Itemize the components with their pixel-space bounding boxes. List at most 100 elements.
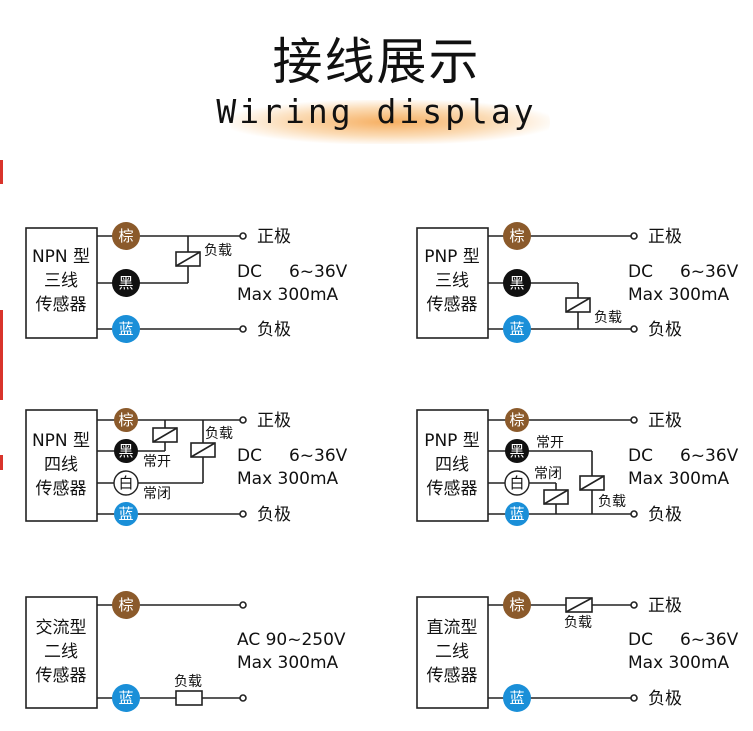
sensor-kind-label: 传感器 [36, 479, 87, 499]
title-glow [230, 100, 550, 144]
negative-label: 负极 [648, 320, 682, 340]
edge-marker [0, 455, 3, 470]
positive-label: 正极 [257, 411, 291, 431]
positive-label: 正极 [257, 227, 291, 247]
sensor-type-label: NPN 型 [32, 247, 90, 267]
sensor-type-label: 交流型 [36, 618, 87, 638]
wire-brown-label: 棕 [118, 596, 133, 614]
wire-blue-label: 蓝 [118, 505, 133, 523]
current-spec: Max 300mA [628, 469, 730, 489]
wire-blue-label: 蓝 [509, 505, 524, 523]
voltage-spec: DC 6~36V [628, 262, 739, 282]
sensor-wires-label: 三线 [435, 271, 469, 291]
sensor-wires-label: 四线 [44, 455, 78, 475]
load-label: 负载 [205, 426, 233, 442]
sensor-box [416, 409, 489, 522]
edge-marker [0, 160, 3, 184]
wire-brown-badge [505, 408, 529, 432]
wire-black-badge [114, 439, 138, 463]
wire-brown-label: 棕 [509, 411, 524, 429]
sensor-type-label: 直流型 [427, 618, 478, 638]
normally-closed-label: 常闭 [534, 466, 562, 482]
wire-blue-badge [503, 315, 531, 343]
wire-blue-badge [112, 684, 140, 712]
wire-black-badge [505, 439, 529, 463]
sensor-box [416, 596, 489, 709]
current-spec: Max 300mA [628, 285, 730, 305]
negative-label: 负极 [257, 320, 291, 340]
sensor-kind-label: 传感器 [427, 666, 478, 686]
negative-label: 负极 [257, 505, 291, 525]
current-spec: Max 300mA [628, 653, 730, 673]
sensor-wires-label: 二线 [435, 642, 469, 662]
positive-label: 正极 [648, 596, 682, 616]
wire-brown-label: 棕 [118, 227, 133, 245]
wire-blue-label: 蓝 [509, 689, 524, 707]
wire-brown-label: 棕 [118, 411, 133, 429]
current-spec: Max 300mA [237, 285, 339, 305]
wire-brown-label: 棕 [509, 227, 524, 245]
diagram-pnp-three-wire: PNP 型 三线 传感器 棕 黑 蓝 负载 正极 负极 DC 6~36V Max… [416, 222, 739, 343]
sensor-kind-label: 传感器 [427, 479, 478, 499]
wire-brown-badge [112, 591, 140, 619]
sensor-box [25, 409, 98, 522]
normally-closed-label: 常闭 [143, 486, 171, 502]
sensor-wires-label: 四线 [435, 455, 469, 475]
load-symbol [175, 690, 203, 706]
diagram-dc-two-wire: 直流型 二线 传感器 棕 蓝 负载 正极 负极 DC 6~36V Max 300… [416, 591, 739, 712]
positive-label: 正极 [648, 411, 682, 431]
current-spec: Max 300mA [237, 653, 339, 673]
negative-label: 负极 [648, 505, 682, 525]
load-label: 负载 [174, 674, 202, 690]
wire-black-label: 黑 [118, 274, 133, 292]
voltage-spec: DC 6~36V [237, 446, 348, 466]
load-label: 负载 [204, 243, 232, 259]
sensor-type-label: PNP 型 [424, 431, 480, 451]
wire-brown-label: 棕 [509, 596, 524, 614]
wire-blue-badge [503, 684, 531, 712]
sensor-kind-label: 传感器 [36, 666, 87, 686]
wire-blue-label: 蓝 [118, 320, 133, 338]
wire-blue-label: 蓝 [118, 689, 133, 707]
wire-brown-badge [503, 591, 531, 619]
normally-open-label: 常开 [536, 435, 564, 451]
wire-blue-label: 蓝 [509, 320, 524, 338]
voltage-spec: DC 6~36V [628, 630, 739, 650]
wire-blue-badge [112, 315, 140, 343]
voltage-spec: AC 90~250V [237, 630, 346, 650]
wire-white-label: 白 [509, 474, 524, 492]
wire-black-badge [112, 269, 140, 297]
wire-blue-badge [505, 502, 529, 526]
wire-black-label: 黑 [118, 442, 133, 460]
voltage-spec: DC 6~36V [237, 262, 348, 282]
page-subtitle: Wiring display [216, 92, 537, 131]
wire-brown-badge [503, 222, 531, 250]
wire-black-badge [503, 269, 531, 297]
sensor-wires-label: 二线 [44, 642, 78, 662]
normally-open-label: 常开 [143, 454, 171, 470]
load-label: 负载 [594, 310, 622, 326]
diagram-npn-three-wire: NPN 型 三线 传感器 棕 黑 蓝 负载 正极 负极 DC 6~36V Max… [25, 222, 348, 343]
wire-black-label: 黑 [509, 274, 524, 292]
sensor-wires-label: 三线 [44, 271, 78, 291]
sensor-kind-label: 传感器 [427, 295, 478, 315]
current-spec: Max 300mA [237, 469, 339, 489]
wire-black-label: 黑 [509, 442, 524, 460]
sensor-kind-label: 传感器 [36, 295, 87, 315]
sensor-box [25, 596, 98, 709]
wire-white-badge [504, 470, 530, 496]
wire-blue-badge [114, 502, 138, 526]
sensor-type-label: NPN 型 [32, 431, 90, 451]
diagram-pnp-four-wire: PNP 型 四线 传感器 棕 黑 白 蓝 常开 [416, 408, 739, 526]
sensor-box [416, 227, 489, 339]
diagram-ac-two-wire: 交流型 二线 传感器 棕 蓝 负载 AC 90~250V Max 300mA [25, 591, 346, 712]
voltage-spec: DC 6~36V [628, 446, 739, 466]
load-label: 负载 [598, 494, 626, 510]
edge-marker [0, 310, 3, 400]
wire-white-badge [113, 470, 139, 496]
negative-label: 负极 [648, 689, 682, 709]
positive-label: 正极 [648, 227, 682, 247]
wire-brown-badge [114, 408, 138, 432]
